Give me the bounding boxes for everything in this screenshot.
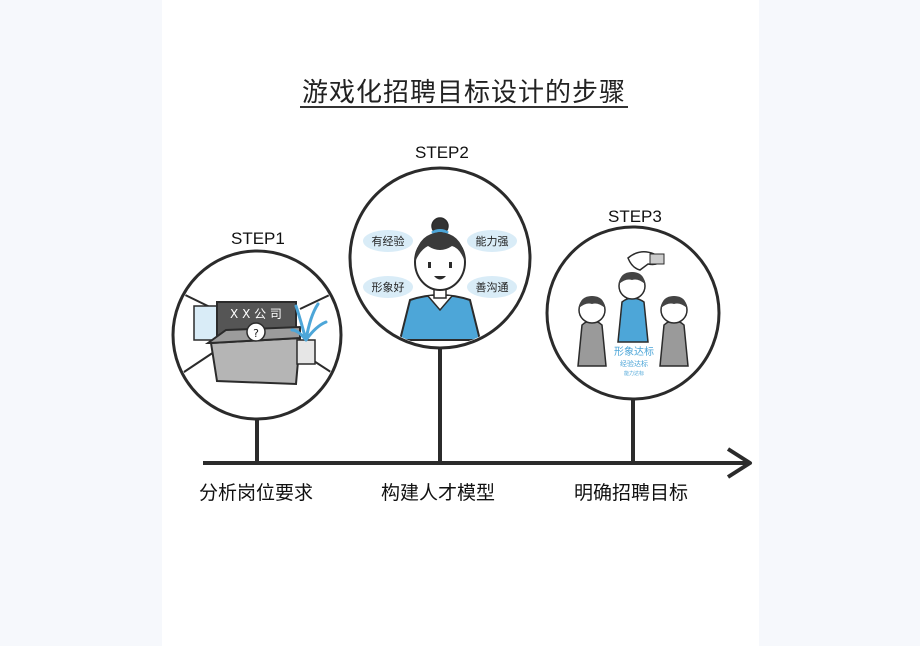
trait-image-text: 形象好 — [372, 280, 405, 294]
phase3-label: 明确招聘目标 — [574, 482, 689, 504]
step3-illustration — [545, 225, 721, 401]
trait-bubble-experience — [363, 230, 413, 252]
trait-bubble-image — [363, 276, 413, 298]
question-mark: ? — [253, 327, 259, 340]
diagram-title: 游戏化招聘目标设计的步骤 — [301, 78, 626, 108]
step2-label: STEP2 — [415, 143, 469, 162]
trait-bubble-ability — [467, 230, 517, 252]
timeline-arrowhead — [726, 447, 752, 479]
trait-ability-text: 能力强 — [476, 234, 509, 248]
criteria-image-text: 形象达标 — [614, 346, 654, 358]
step2-illustration — [348, 166, 532, 350]
trait-experience-text: 有经验 — [372, 234, 405, 248]
criteria-ability-text: 能力达标 — [624, 370, 644, 377]
step1-illustration — [171, 249, 343, 421]
step1-label: STEP1 — [231, 229, 285, 248]
phase2-label: 构建人才模型 — [381, 482, 496, 504]
company-sign-text: X X 公 司 — [230, 307, 282, 321]
phase1-label: 分析岗位要求 — [199, 482, 314, 504]
trait-communication-text: 善沟通 — [476, 280, 509, 294]
title-underline — [300, 106, 628, 108]
criteria-experience-text: 经验达标 — [620, 359, 648, 368]
step3-label: STEP3 — [608, 207, 662, 226]
trait-bubble-communication — [467, 276, 517, 298]
